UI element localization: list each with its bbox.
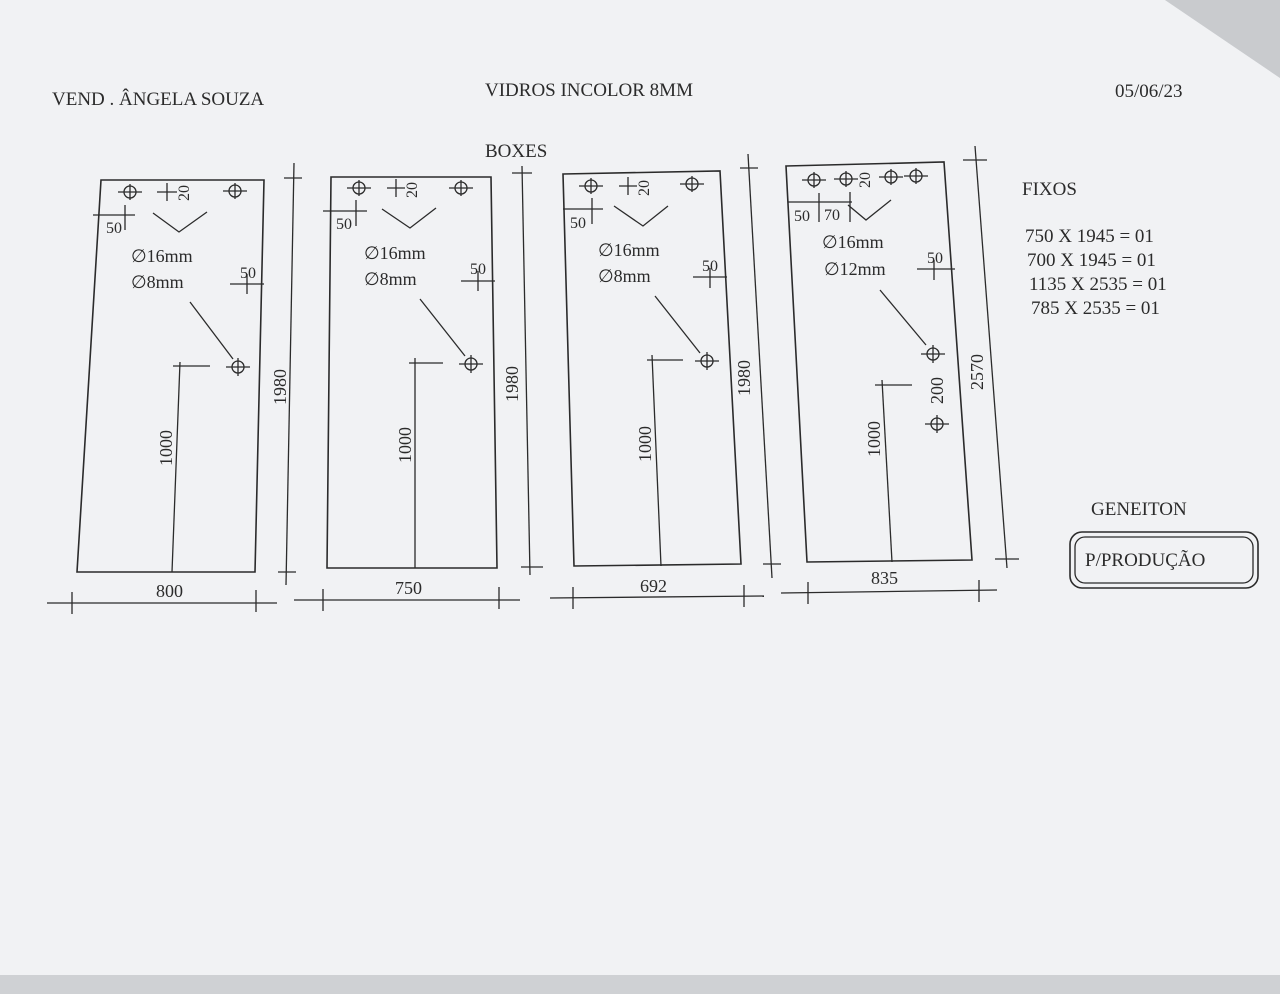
width-label: 800	[156, 581, 183, 601]
panel-1: 20 50 ∅16mm ∅8mm 50 1000 1980 800	[47, 162, 302, 614]
width-label: 692	[640, 576, 667, 596]
product-label: VIDROS INCOLOR 8MM	[485, 80, 693, 101]
edge-offset-2-label: 70	[824, 207, 840, 224]
fixos-list: FIXOS 750 X 1945 = 01 700 X 1945 = 01 11…	[1022, 179, 1167, 319]
hole-small-label: ∅8mm	[131, 272, 184, 292]
width-label: 750	[395, 578, 422, 598]
edge-offset-label: 50	[794, 208, 810, 225]
hole-marker-icon	[904, 168, 928, 184]
panel-3: 20 50 ∅16mm ∅8mm 50 1000 1980 692	[549, 153, 781, 609]
side-offset-label: 50	[927, 250, 943, 267]
hole-marker-icon	[695, 352, 719, 370]
width-label: 835	[871, 568, 898, 588]
side-offset-label: 50	[240, 265, 256, 282]
hole-marker-icon	[879, 169, 903, 185]
hole-small-label: ∅8mm	[598, 266, 651, 286]
fixos-item: 1135 X 2535 = 01	[1029, 274, 1167, 295]
top-offset-label: 20	[857, 172, 874, 188]
production-stamp: P/PRODUÇÃO	[1069, 531, 1259, 589]
hole-marker-icon	[834, 171, 858, 187]
edge-offset-label: 50	[570, 215, 586, 232]
hole-marker-icon	[802, 172, 826, 188]
hole-marker-icon	[226, 358, 250, 376]
production-stamp-label: P/PRODUÇÃO	[1085, 549, 1205, 571]
vendor-label: VEND . ÂNGELA SOUZA	[52, 88, 264, 110]
handle-height-label: 1000	[156, 430, 176, 466]
handle-height-label: 1000	[635, 426, 655, 462]
top-offset-label: 20	[404, 182, 421, 198]
hole-large-label: ∅16mm	[822, 232, 884, 252]
panel-4: 20 50 70 ∅16mm ∅12mm 50 200 1000 2570 83…	[780, 145, 1019, 604]
hole-marker-icon	[921, 345, 945, 363]
handle-height-label: 1000	[395, 427, 415, 463]
hole-large-label: ∅16mm	[364, 243, 426, 263]
hole-marker-icon	[118, 184, 142, 200]
side-offset-label: 50	[470, 261, 486, 278]
hole-large-label: ∅16mm	[131, 246, 193, 266]
panel-outline	[76, 179, 265, 573]
hole-large-label: ∅16mm	[598, 240, 660, 260]
top-offset-label: 20	[176, 185, 193, 201]
fixos-item: 750 X 1945 = 01	[1025, 226, 1154, 247]
hole-small-label: ∅12mm	[824, 259, 886, 279]
section-title: BOXES	[485, 141, 547, 162]
panel-outline	[562, 170, 742, 567]
panel-outline	[326, 176, 498, 569]
fixos-title: FIXOS	[1022, 179, 1077, 200]
hole-marker-icon	[925, 415, 949, 433]
hole-marker-icon	[579, 178, 603, 194]
top-offset-label: 20	[636, 180, 653, 196]
side-offset-label: 50	[702, 258, 718, 275]
height-label: 2570	[967, 354, 987, 390]
panel-2: 20 50 ∅16mm ∅8mm 50 1000 1980 750	[294, 165, 543, 611]
signature-name: GENEITON	[1091, 499, 1187, 520]
panel-outline	[785, 161, 973, 563]
bottom-shadow	[0, 975, 1280, 994]
hole-small-label: ∅8mm	[364, 269, 417, 289]
hole-marker-icon	[680, 176, 704, 192]
height-label: 1980	[502, 366, 522, 402]
height-label: 1980	[270, 369, 290, 405]
hole-marker-icon	[223, 183, 247, 199]
edge-offset-label: 50	[336, 216, 352, 233]
hole-marker-icon	[347, 180, 371, 196]
hole-spacing-label: 200	[927, 377, 947, 404]
hole-marker-icon	[449, 180, 473, 196]
date-label: 05/06/23	[1115, 81, 1183, 102]
fixos-item: 785 X 2535 = 01	[1031, 298, 1160, 319]
edge-offset-label: 50	[106, 220, 122, 237]
height-label: 1980	[734, 360, 754, 396]
handle-height-label: 1000	[864, 421, 884, 457]
paper-shadow	[1165, 0, 1280, 78]
hole-marker-icon	[459, 355, 483, 373]
fixos-item: 700 X 1945 = 01	[1027, 250, 1156, 271]
